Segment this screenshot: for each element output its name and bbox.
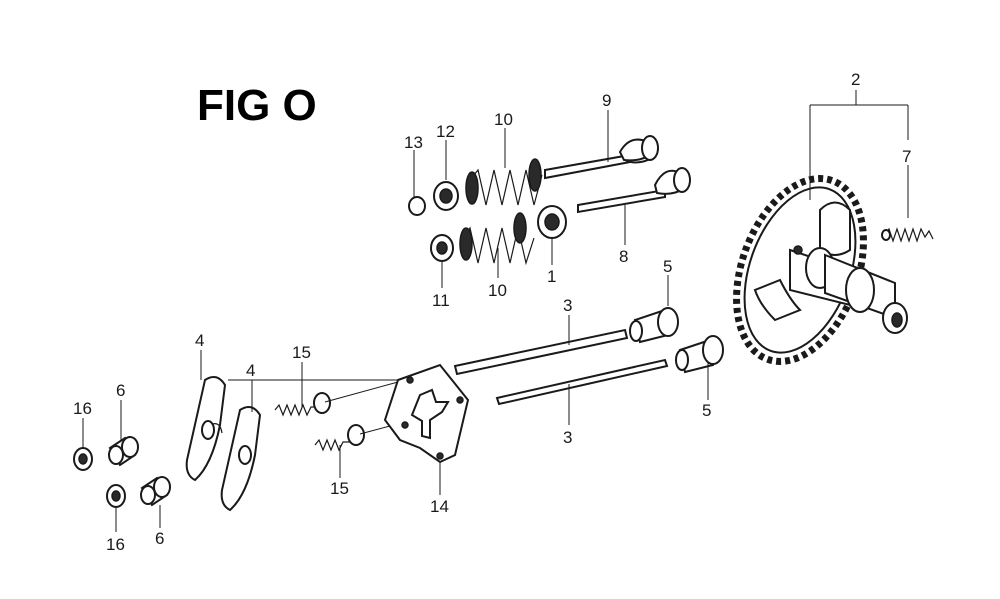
push-rod-upper bbox=[453, 328, 629, 376]
callout-7: 7 bbox=[902, 147, 911, 166]
callout-5-upper: 5 bbox=[663, 257, 672, 276]
callout-14: 14 bbox=[430, 497, 449, 516]
callout-12: 12 bbox=[436, 122, 455, 141]
tappet-upper bbox=[629, 307, 679, 344]
callout-4-left: 4 bbox=[195, 331, 204, 350]
push-rod-guide-plate bbox=[383, 363, 470, 464]
callout-16-upper: 16 bbox=[73, 399, 92, 418]
callout-10-upper: 10 bbox=[494, 110, 513, 129]
callout-6-lower: 6 bbox=[155, 529, 164, 548]
callout-3-upper: 3 bbox=[563, 296, 572, 315]
lock-nut-lower bbox=[106, 484, 126, 508]
callout-16-lower: 16 bbox=[106, 535, 125, 554]
valve-retainer-lower bbox=[430, 234, 454, 262]
callout-4-right: 4 bbox=[246, 361, 255, 380]
rocker-arm-2 bbox=[220, 405, 262, 512]
rocker-pivot-lower bbox=[140, 476, 171, 507]
callout-10-lower: 10 bbox=[488, 281, 507, 300]
rocker-arm-1 bbox=[185, 375, 227, 482]
callout-labels: 2 7 9 8 10 10 12 13 11 1 3 3 5 5 14 15 1… bbox=[73, 70, 911, 554]
leader-lines bbox=[82, 90, 909, 532]
valve-spring-retainer bbox=[433, 181, 459, 211]
callout-2: 2 bbox=[851, 70, 860, 89]
callout-6-upper: 6 bbox=[116, 381, 125, 400]
valve-cap bbox=[408, 196, 426, 216]
callout-13: 13 bbox=[404, 133, 423, 152]
callout-1: 1 bbox=[547, 267, 556, 286]
decompressor-spring bbox=[881, 227, 934, 243]
callout-11: 11 bbox=[432, 291, 450, 310]
callout-9: 9 bbox=[602, 91, 611, 110]
callout-5-lower: 5 bbox=[702, 401, 711, 420]
tappet-lower bbox=[675, 335, 724, 374]
rocker-pivot-bolt-lower bbox=[314, 424, 365, 452]
rocker-pivot-bolt-upper bbox=[274, 392, 331, 417]
callout-8: 8 bbox=[619, 247, 628, 266]
exhaust-valve bbox=[544, 135, 659, 180]
assembly-lines bbox=[228, 379, 399, 435]
camshaft-gear bbox=[733, 175, 908, 365]
valve-rotator bbox=[537, 205, 567, 239]
push-rod-lower bbox=[495, 358, 669, 406]
callout-15-lower: 15 bbox=[330, 479, 349, 498]
rocker-pivot-upper bbox=[108, 436, 139, 467]
valve-spring-upper bbox=[465, 158, 543, 206]
valve-spring-lower bbox=[459, 212, 535, 266]
figure-title: FIG O bbox=[197, 81, 317, 130]
lock-nut-upper bbox=[73, 447, 93, 471]
intake-valve bbox=[577, 167, 691, 214]
callout-15-upper: 15 bbox=[292, 343, 311, 362]
callout-3-lower: 3 bbox=[563, 428, 572, 447]
